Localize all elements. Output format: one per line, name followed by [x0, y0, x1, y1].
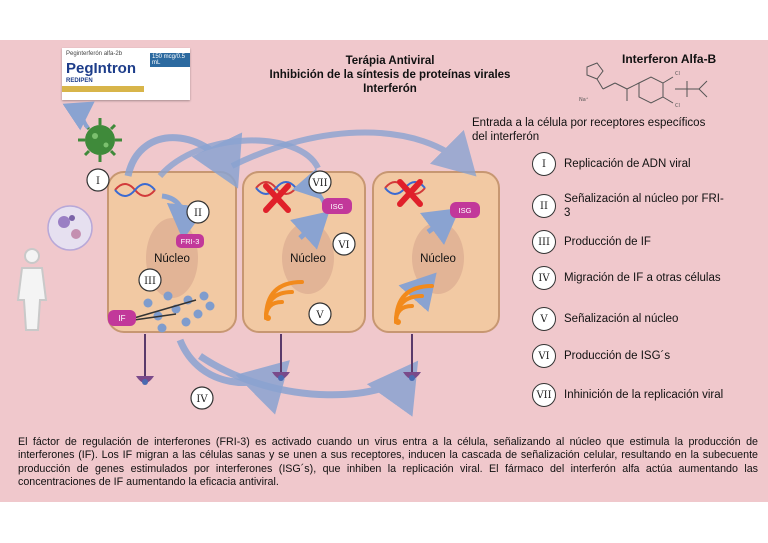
receptor-icon-1 [136, 334, 154, 385]
legend-item-5: V Señalización al núcleo [532, 307, 724, 331]
drug-box-generic-name: Peginterferón alfa-2b [66, 51, 123, 57]
legend-text-7: Inhinición de la replicación viral [564, 389, 724, 401]
nucleus-label-1: Núcleo [154, 253, 190, 265]
drug-box-pen: REDIPEN [66, 78, 93, 84]
molecule-title: Interferon Alfa-B [622, 52, 717, 66]
inhibition-x-icon-1 [263, 183, 291, 213]
isg-label-bg-2 [450, 202, 480, 218]
entry-description: Entrada a la célula por receptores espec… [472, 117, 706, 143]
arrow-bottom-migration-2 [198, 353, 419, 417]
dna-helix-2 [255, 181, 297, 195]
legend-text-5: Señalización al núcleo [564, 313, 679, 325]
legend-item-4: IV Migración de IF a otras células [532, 266, 724, 290]
interferon-diagram: FRI-3 IF ISG ISG Núcleo Núcleo Núcleo I [16, 101, 500, 417]
svg-text:Cl: Cl [675, 103, 680, 109]
title-line-3: Interferón [363, 83, 417, 95]
fri3-label: FRI-3 [181, 237, 200, 246]
svg-text:Cl: Cl [675, 71, 680, 77]
svg-text:Na⁺: Na⁺ [579, 97, 589, 103]
isg-label-1: ISG [331, 202, 344, 211]
isg-label-bg-1 [322, 198, 352, 214]
diagram-badge-1: I [96, 176, 100, 187]
microscope-view-icon [47, 205, 93, 251]
diagram-badge-2: II [194, 208, 202, 219]
if-pointer-line-1 [133, 299, 197, 319]
diagram-badge-7: VII [311, 178, 327, 189]
caption-paragraph: El fáctor de regulación de interferones … [18, 436, 758, 489]
legend-text-3: Producción de IF [564, 236, 651, 248]
inhibition-x-icon-2 [397, 179, 423, 207]
legend-text-6: Producción de ISG´s [564, 350, 671, 362]
nucleus-label-2: Núcleo [290, 253, 326, 265]
arrow-virus-entry [62, 101, 95, 131]
isg-label-2: ISG [459, 206, 472, 215]
title-line-2: Inhibición de la síntesis de proteínas v… [269, 69, 511, 81]
signal-icon-1 [264, 280, 304, 320]
legend-badge-1: I [532, 152, 556, 176]
diagram-badge-4: IV [196, 394, 208, 405]
if-label: IF [118, 314, 125, 323]
arrow-top-migration [157, 137, 321, 179]
legend-badge-7: VII [532, 383, 556, 407]
drug-box-stripe [62, 86, 144, 92]
if-pointer-line-2 [133, 313, 177, 321]
page-title: Terápia Antiviral Inhibición de la sínte… [240, 54, 540, 96]
arrow-top-migration-2 [230, 129, 477, 177]
signal-icon-2 [394, 284, 434, 324]
drug-box-brand: PegIntron [66, 60, 136, 77]
arrow-isg-1 [290, 211, 330, 250]
diagram-badge-5: V [315, 310, 324, 321]
drug-box-dose: 150 mcg/0.5 mL [150, 53, 190, 67]
legend-item-6: VI Producción de ISG´s [532, 344, 724, 368]
legend-badge-3: III [532, 230, 556, 254]
legend-item-2: II Señalización al núcleo por FRI-3 [532, 192, 724, 220]
legend-item-1: I Replicación de ADN viral [532, 152, 724, 176]
arrow-entry-1 [124, 132, 243, 189]
if-label-bg [108, 310, 136, 326]
receptor-icon-2 [272, 334, 290, 381]
diagram-badge-3: III [144, 276, 156, 287]
receptor-icon-3 [403, 334, 421, 381]
diagram-badge-6: VI [337, 240, 349, 251]
nucleus-label-3: Núcleo [420, 253, 456, 265]
legend-badge-2: II [532, 194, 556, 218]
legend-badge-4: IV [532, 266, 556, 290]
drug-box-image: Peginterferón alfa-2b 150 mcg/0.5 mL Peg… [62, 48, 190, 100]
legend-item-3: III Producción de IF [532, 230, 724, 254]
arrow-bottom-migration-1 [176, 338, 290, 415]
arrow-isg-2 [420, 208, 460, 245]
arrow-signal-nucleus [161, 193, 207, 240]
legend-text-1: Replicación de ADN viral [564, 158, 691, 170]
legend-text-4: Migración de IF a otras células [564, 272, 721, 284]
human-figure-icon [16, 248, 48, 331]
legend-badge-5: V [532, 307, 556, 331]
molecule-structure-icon: Na⁺ Cl Cl [579, 62, 708, 109]
legend-badge-6: VI [532, 344, 556, 368]
dna-helix-1 [114, 183, 156, 197]
title-line-1: Terápia Antiviral [345, 55, 435, 67]
legend-text-2: Señalización al núcleo por FRI-3 [564, 193, 724, 219]
legend-item-7: VII Inhinición de la replicación viral [532, 383, 724, 407]
fri3-label-bg [176, 234, 204, 248]
